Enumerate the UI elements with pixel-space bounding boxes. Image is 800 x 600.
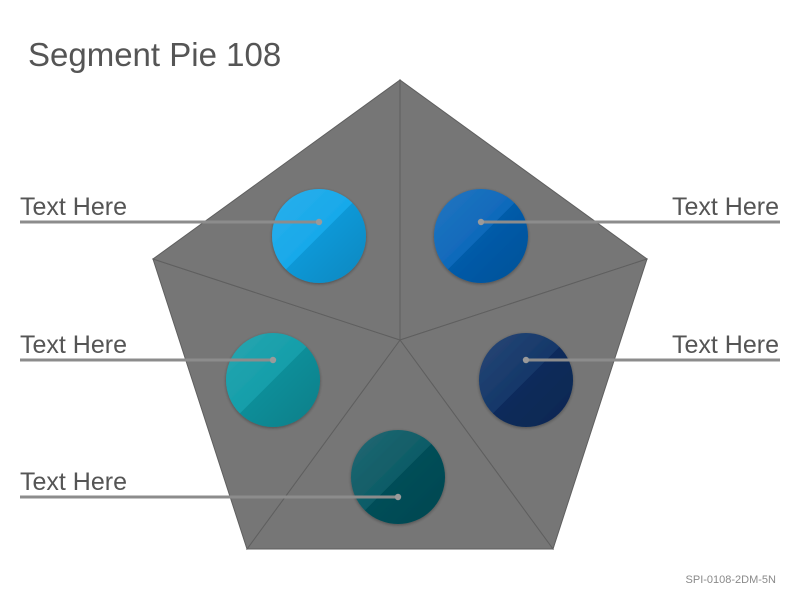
label-top-left: Text Here	[20, 193, 127, 221]
leader-dots	[269, 218, 530, 501]
label-middle-right: Text Here	[672, 331, 779, 359]
slide-code: SPI-0108-2DM-5N	[685, 574, 776, 586]
leader-lines	[20, 220, 780, 499]
circle-middle-right	[479, 333, 573, 427]
leader-dot	[315, 218, 323, 226]
label-top-right: Text Here	[672, 193, 779, 221]
circle-top-left	[272, 189, 366, 283]
label-middle-left: Text Here	[20, 331, 127, 359]
circle-middle-left	[226, 333, 320, 427]
leader-dot	[269, 356, 277, 364]
circle-bottom	[351, 430, 445, 524]
circle-top-right	[434, 189, 528, 283]
leader-dot	[522, 356, 530, 364]
leader-dot	[394, 493, 402, 501]
leader-dot	[477, 218, 485, 226]
label-bottom-left: Text Here	[20, 468, 127, 496]
page-title: Segment Pie 108	[28, 36, 282, 73]
